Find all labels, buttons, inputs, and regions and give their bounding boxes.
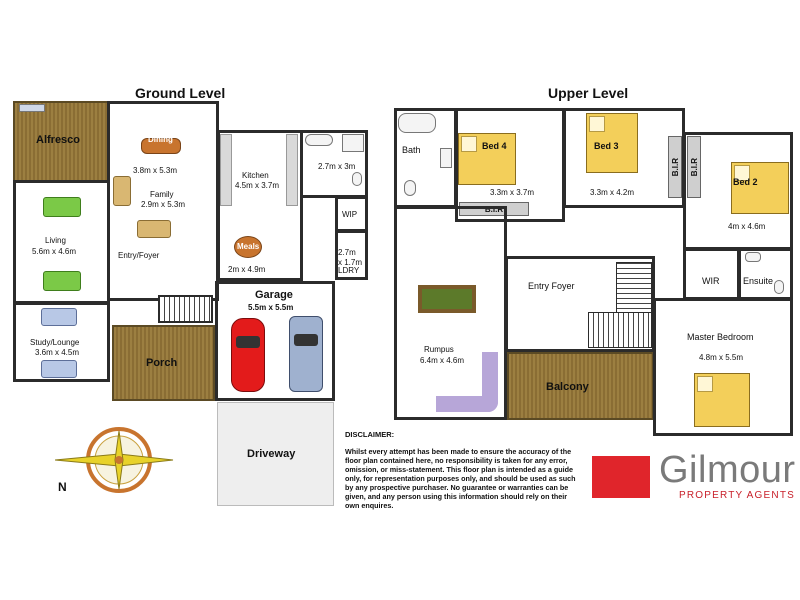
ground-bath-vanity: [305, 134, 333, 146]
red-car: [231, 318, 265, 392]
bed4-bir: B.I.R: [459, 202, 529, 216]
kitchen-walls: [217, 130, 303, 281]
compass-north-label: N: [58, 480, 67, 494]
ground-bath-walls: [300, 130, 368, 198]
upper-level-title: Upper Level: [548, 85, 629, 101]
living-label: Living: [45, 236, 66, 245]
red-car-windshield: [236, 336, 260, 348]
brand-tagline: PROPERTY AGENTS: [679, 490, 795, 501]
ground-bath-shower: [342, 134, 364, 152]
entry-foyer-label: Entry/Foyer: [118, 251, 160, 260]
porch-label: Porch: [146, 357, 178, 369]
wir-label: WIR: [702, 276, 720, 286]
upper-toilet: [404, 180, 416, 196]
balcony-label: Balcony: [546, 381, 589, 393]
entry-foyer-label: Entry Foyer: [528, 281, 575, 291]
bed3-dimensions: 3.3m x 4.2m: [590, 188, 635, 197]
balcony-area: [507, 352, 654, 420]
kitchen-counter-right: [286, 134, 298, 206]
living-dimensions: 5.6m x 4.6m: [32, 247, 77, 256]
bed2-dimensions: 4m x 4.6m: [728, 222, 766, 231]
kitchen-counter-left: [220, 134, 232, 206]
compass-center: [115, 456, 123, 464]
family-sofa: [137, 220, 171, 238]
study-room-walls: [13, 302, 110, 382]
kitchen-dimensions: 4.5m x 3.7m: [235, 181, 280, 190]
garage-walls: [215, 281, 335, 401]
master-bedroom-dimensions: 4.8m x 5.5m: [699, 353, 744, 362]
bed4-label: Bed 4: [482, 141, 507, 151]
bed4-bed: [458, 133, 516, 185]
driveway-area: [217, 402, 334, 506]
meals-label: Meals: [237, 242, 260, 251]
rumpus-label: Rumpus: [424, 345, 454, 354]
disclaimer-block: DISCLAIMER: Whilst every attempt has bee…: [345, 430, 580, 510]
bed2-bir-label: B.I.R: [689, 157, 699, 177]
laundry-dimensions: 2.7m x 1.7m: [338, 248, 363, 267]
laundry-walls: [335, 230, 368, 280]
wip-label: WIP: [342, 210, 358, 219]
study-sofa-bottom: [41, 360, 77, 378]
ground-stairs: [158, 295, 213, 323]
upper-bath-label: Bath: [402, 145, 421, 155]
outdoor-table: [19, 104, 45, 112]
alfresco-area: [13, 101, 109, 182]
master-bedroom-walls: [653, 298, 793, 436]
disclaimer-text: Whilst every attempt has been made to en…: [345, 447, 576, 510]
upper-bathtub: [398, 113, 436, 133]
ensuite-label: Ensuite: [743, 276, 774, 286]
bed2-label: Bed 2: [733, 177, 758, 187]
alfresco-label: Alfresco: [36, 134, 81, 146]
bed2-bed: [731, 162, 789, 214]
blue-car-windshield: [294, 334, 318, 346]
bed3-label: Bed 3: [594, 141, 619, 151]
brand-logo-square: [592, 456, 650, 498]
study-sofa-top: [41, 308, 77, 326]
upper-stairs-top: [616, 262, 652, 314]
bed3-bed: [586, 113, 638, 173]
bed2-bir: B.I.R: [687, 136, 701, 198]
upper-bath-basin: [440, 148, 452, 168]
meals-table: [234, 236, 262, 258]
compass-rose: [55, 427, 174, 493]
kitchen-label: Kitchen: [242, 171, 269, 180]
blue-car: [289, 316, 323, 392]
family-label: Family: [150, 190, 174, 199]
pool-table: [418, 285, 476, 313]
study-label: Study/Lounge: [30, 338, 80, 347]
laundry-label: LDRY: [338, 266, 360, 275]
upper-stairs-bottom: [588, 312, 652, 348]
dining-label: Dining: [148, 135, 173, 144]
compass-needle-horizontal: [55, 453, 174, 467]
rumpus-corner-sofa: [436, 352, 498, 412]
ensuite-basin: [745, 252, 761, 262]
ensuite-toilet: [774, 280, 784, 294]
living-sofa-bottom: [43, 271, 81, 291]
driveway-label: Driveway: [247, 448, 296, 460]
dining-table: [141, 138, 181, 154]
master-bedroom-label: Master Bedroom: [687, 332, 754, 342]
porch-area: [112, 325, 215, 401]
ground-toilet: [352, 172, 362, 186]
garage-dimensions: 5.5m x 5.5m: [248, 303, 294, 312]
garage-label: Garage: [255, 289, 293, 301]
bed3-bir-label: B.I.R: [670, 157, 680, 177]
dining-dimensions: 3.8m x 5.3m: [133, 166, 178, 175]
ground-level-title: Ground Level: [135, 85, 226, 101]
family-armchair: [113, 176, 131, 206]
ground-bath-dimensions: 2.7m x 3m: [318, 162, 356, 171]
brand-name: Gilmour: [659, 449, 796, 491]
family-dimensions: 2.9m x 5.3m: [141, 200, 186, 209]
master-bed: [694, 373, 750, 427]
study-dimensions: 3.6m x 4.5m: [35, 348, 80, 357]
disclaimer-heading: DISCLAIMER:: [345, 430, 395, 439]
meals-dimensions: 2m x 4.9m: [228, 265, 266, 274]
bed3-bir: B.I.R: [668, 136, 682, 198]
living-sofa-top: [43, 197, 81, 217]
bed4-dimensions: 3.3m x 3.7m: [490, 188, 535, 197]
wir-walls: [683, 248, 740, 300]
